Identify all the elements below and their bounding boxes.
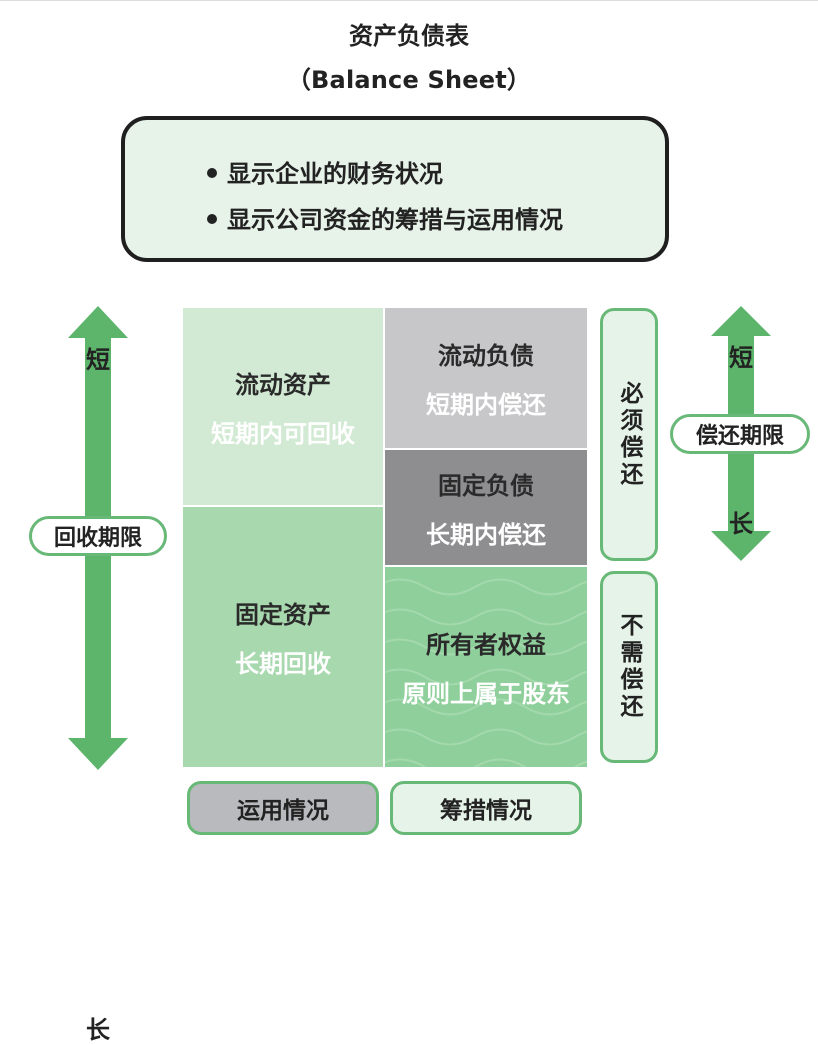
current-liabilities-note: 短期内偿还	[426, 391, 546, 419]
must-repay-label: 必须偿还	[616, 380, 642, 489]
right-arrow-short-label: 短	[729, 344, 753, 372]
owners-equity-note: 原则上属于股东	[402, 680, 570, 708]
fixed-assets-note: 长期回收	[235, 650, 331, 678]
page-title: 资产负债表	[349, 22, 469, 50]
summary-bullet-text: 显示公司资金的筹措与运用情况	[227, 206, 563, 234]
bullet-dot-icon	[207, 214, 217, 224]
recovery-period-pill: 回收期限	[29, 516, 167, 556]
left-arrow-short-label: 短	[86, 346, 110, 374]
summary-box: 显示企业的财务状况 显示公司资金的筹措与运用情况	[121, 116, 669, 262]
fixed-assets-cell: 固定资产 长期回收	[183, 505, 383, 767]
funding-status-label: 筹措情况	[390, 781, 582, 835]
no-repay-box: 不需偿还	[600, 571, 658, 763]
fixed-liabilities-note: 长期内偿还	[426, 520, 546, 549]
current-liabilities-cell: 流动负债 短期内偿还	[383, 308, 587, 448]
page-subtitle: （Balance Sheet）	[286, 66, 532, 94]
must-repay-box: 必须偿还	[600, 308, 658, 561]
repayment-period-pill: 偿还期限	[670, 414, 810, 454]
fixed-assets-label: 固定资产	[235, 601, 331, 629]
summary-bullet-text: 显示企业的财务状况	[227, 160, 443, 188]
wave-pattern	[385, 578, 587, 767]
current-assets-cell: 流动资产 短期内可回收	[183, 308, 383, 505]
current-assets-label: 流动资产	[235, 370, 331, 399]
summary-bullet: 显示公司资金的筹措与运用情况	[207, 200, 563, 235]
current-assets-note: 短期内可回收	[211, 419, 355, 448]
fixed-liabilities-cell: 固定负债 长期内偿还	[383, 448, 587, 565]
left-arrow-long-label: 长	[86, 1016, 110, 1044]
fixed-liabilities-label: 固定负债	[438, 471, 534, 500]
owners-equity-label: 所有者权益	[426, 631, 546, 659]
bullet-dot-icon	[207, 168, 217, 178]
usage-status-label: 运用情况	[187, 781, 379, 835]
owners-equity-cell: 所有者权益 原则上属于股东	[383, 565, 587, 767]
top-divider	[0, 0, 818, 1]
no-repay-label: 不需偿还	[616, 613, 642, 721]
current-liabilities-label: 流动负债	[438, 342, 534, 370]
right-arrow-long-label: 长	[729, 510, 753, 538]
summary-bullet: 显示企业的财务状况	[207, 154, 443, 189]
